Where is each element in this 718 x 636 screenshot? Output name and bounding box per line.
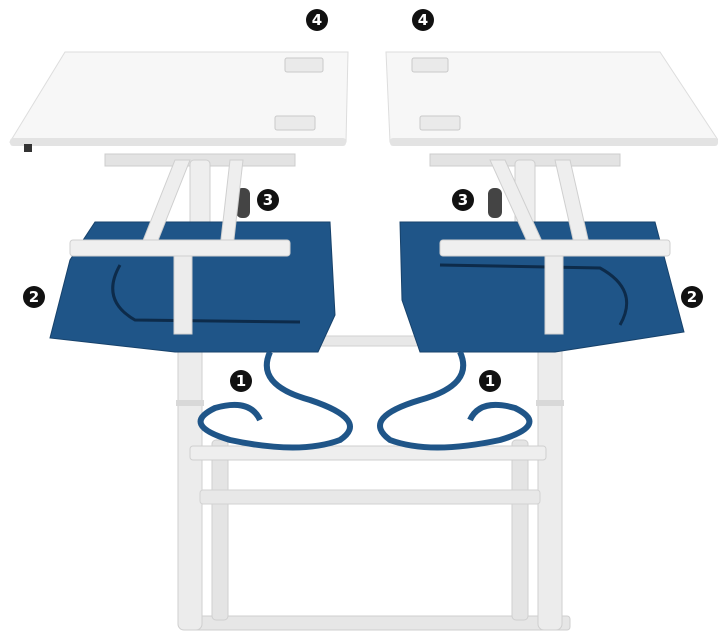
marker-label: 2	[29, 288, 39, 306]
marker-1-left: 1	[230, 370, 252, 392]
marker-2-left: 2	[23, 286, 45, 308]
marker-2-right: 2	[681, 286, 703, 308]
marker-label: 2	[687, 288, 697, 306]
marker-label: 4	[418, 11, 428, 29]
marker-4-right: 4	[412, 9, 434, 31]
right-cable	[380, 352, 529, 448]
left-cable	[201, 352, 350, 448]
marker-label: 3	[263, 191, 273, 209]
marker-4-left: 4	[306, 9, 328, 31]
marker-1-right: 1	[479, 370, 501, 392]
marker-label: 1	[236, 372, 246, 390]
marker-3-right: 3	[452, 189, 474, 211]
marker-3-left: 3	[257, 189, 279, 211]
marker-label: 1	[485, 372, 495, 390]
marker-label: 3	[458, 191, 468, 209]
marker-label: 4	[312, 11, 322, 29]
